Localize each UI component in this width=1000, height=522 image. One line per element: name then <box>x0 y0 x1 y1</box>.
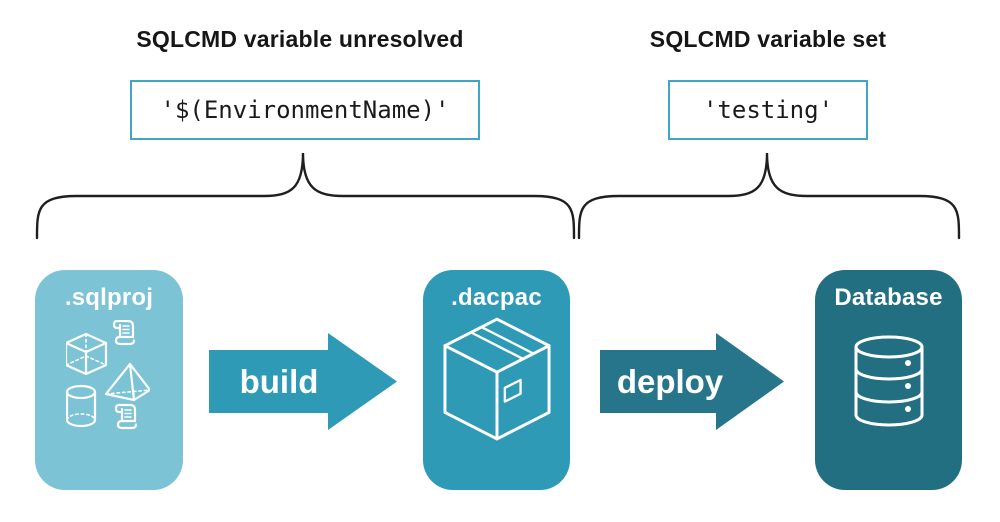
cube-icon <box>64 332 108 376</box>
database-dots <box>905 360 911 412</box>
build-arrow-label: build <box>239 362 319 400</box>
database-box: Database <box>815 270 962 490</box>
deploy-arrow-label: deploy <box>616 362 724 400</box>
database-label: Database <box>834 284 943 311</box>
sqlproj-label: .sqlproj <box>64 284 154 311</box>
deploy-arrow: deploy <box>600 333 784 430</box>
sqlproj-box: .sqlproj <box>35 270 183 490</box>
heading-sqlcmd-set: SQLCMD variable set <box>649 26 887 52</box>
brace-left <box>35 152 576 240</box>
build-arrow: build <box>209 333 397 430</box>
package-box-icon <box>443 316 551 449</box>
dacpac-box: .dacpac <box>423 270 570 490</box>
sql-project-objects-icon <box>64 319 152 443</box>
dacpac-label: .dacpac <box>451 284 542 311</box>
cylinder-icon <box>65 384 97 428</box>
brace-right <box>577 152 961 240</box>
heading-sqlcmd-unresolved: SQLCMD variable unresolved <box>136 26 464 52</box>
code-testing: 'testing' <box>702 96 834 124</box>
build-arrow-shape <box>209 333 397 430</box>
scroll-icon <box>112 319 136 346</box>
code-environment-name: '$(EnvironmentName)' <box>160 96 450 124</box>
code-box-testing: 'testing' <box>668 80 868 140</box>
database-cylinder-icon <box>853 334 925 433</box>
code-box-environment-name: '$(EnvironmentName)' <box>130 80 480 140</box>
pyramid-icon <box>104 362 152 402</box>
scroll-icon <box>114 403 138 430</box>
deploy-arrow-shape <box>600 333 784 430</box>
